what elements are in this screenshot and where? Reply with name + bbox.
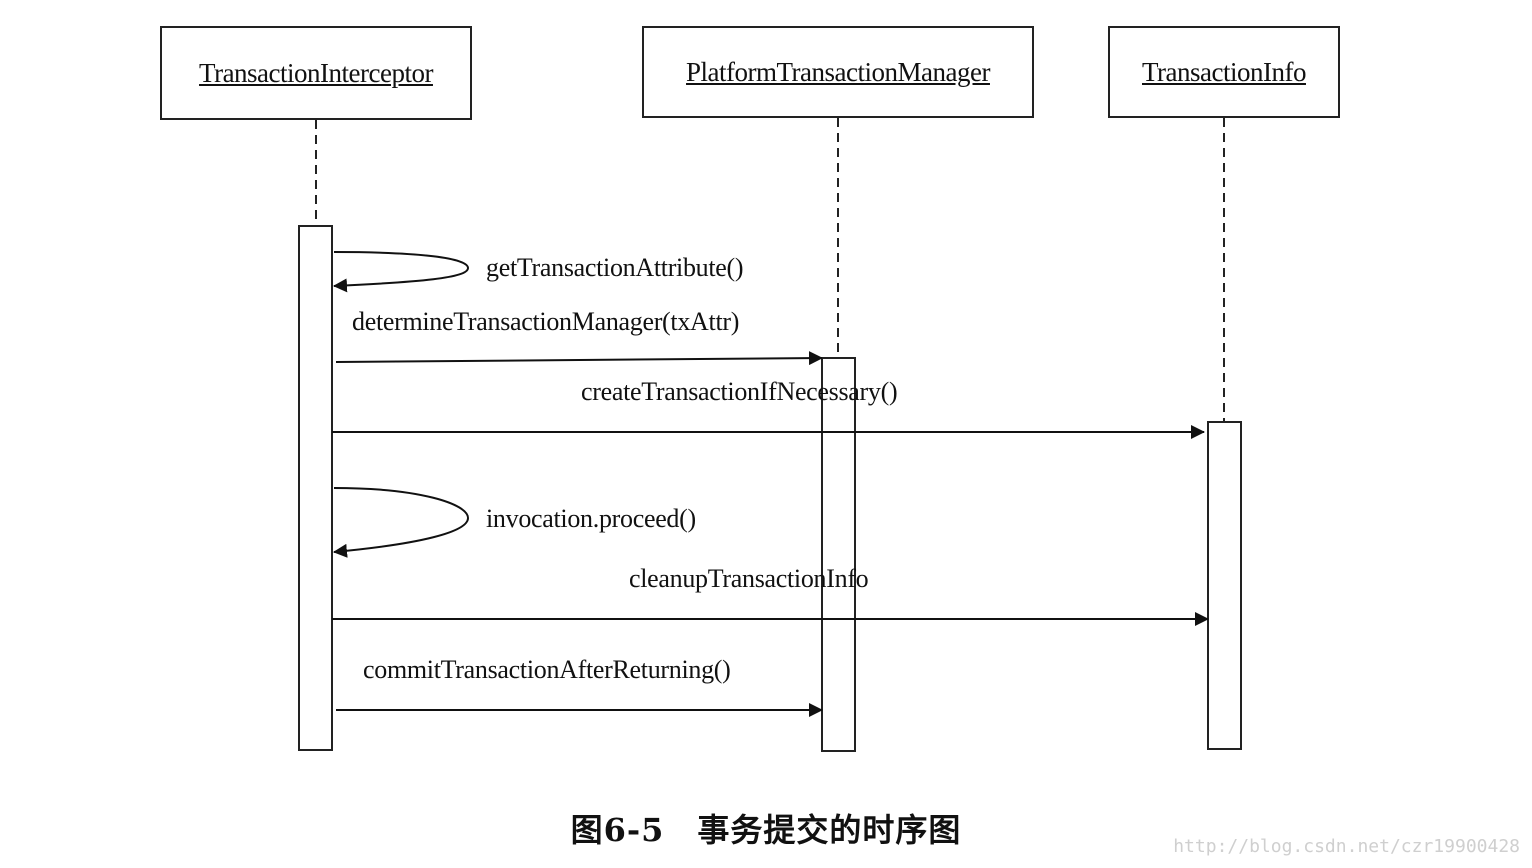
message-label-get-transaction-attribute: getTransactionAttribute() (486, 253, 744, 282)
message-arrow-determine-transaction-manager (335, 351, 823, 366)
figure-caption: 图6-5 事务提交的时序图 (570, 811, 962, 849)
lifeline-name-manager: PlatformTransactionManager (686, 56, 990, 87)
message-label-create-transaction: createTransactionIfNecessary() (581, 377, 898, 406)
activation-interceptor (298, 225, 333, 751)
activation-manager (821, 357, 856, 752)
lifeline-name-interceptor: TransactionInterceptor (199, 57, 433, 88)
watermark: http://blog.csdn.net/czr19900428 (1173, 836, 1520, 857)
message-arrow-invocation-proceed (333, 487, 470, 558)
activation-info (1207, 421, 1242, 750)
message-label-invocation-proceed: invocation.proceed() (486, 504, 696, 533)
lifeline-box-interceptor: TransactionInterceptor (160, 26, 472, 120)
lifeline-name-info: TransactionInfo (1142, 56, 1306, 87)
message-arrow-get-transaction-attribute (333, 251, 470, 293)
message-label-cleanup-transaction-info: cleanupTransactionInfo (629, 564, 869, 593)
message-label-commit-transaction: commitTransactionAfterReturning() (363, 655, 731, 684)
lifeline-box-info: TransactionInfo (1108, 26, 1340, 118)
lifeline-box-manager: PlatformTransactionManager (642, 26, 1034, 118)
message-label-determine-transaction-manager: determineTransactionManager(txAttr) (352, 307, 740, 336)
